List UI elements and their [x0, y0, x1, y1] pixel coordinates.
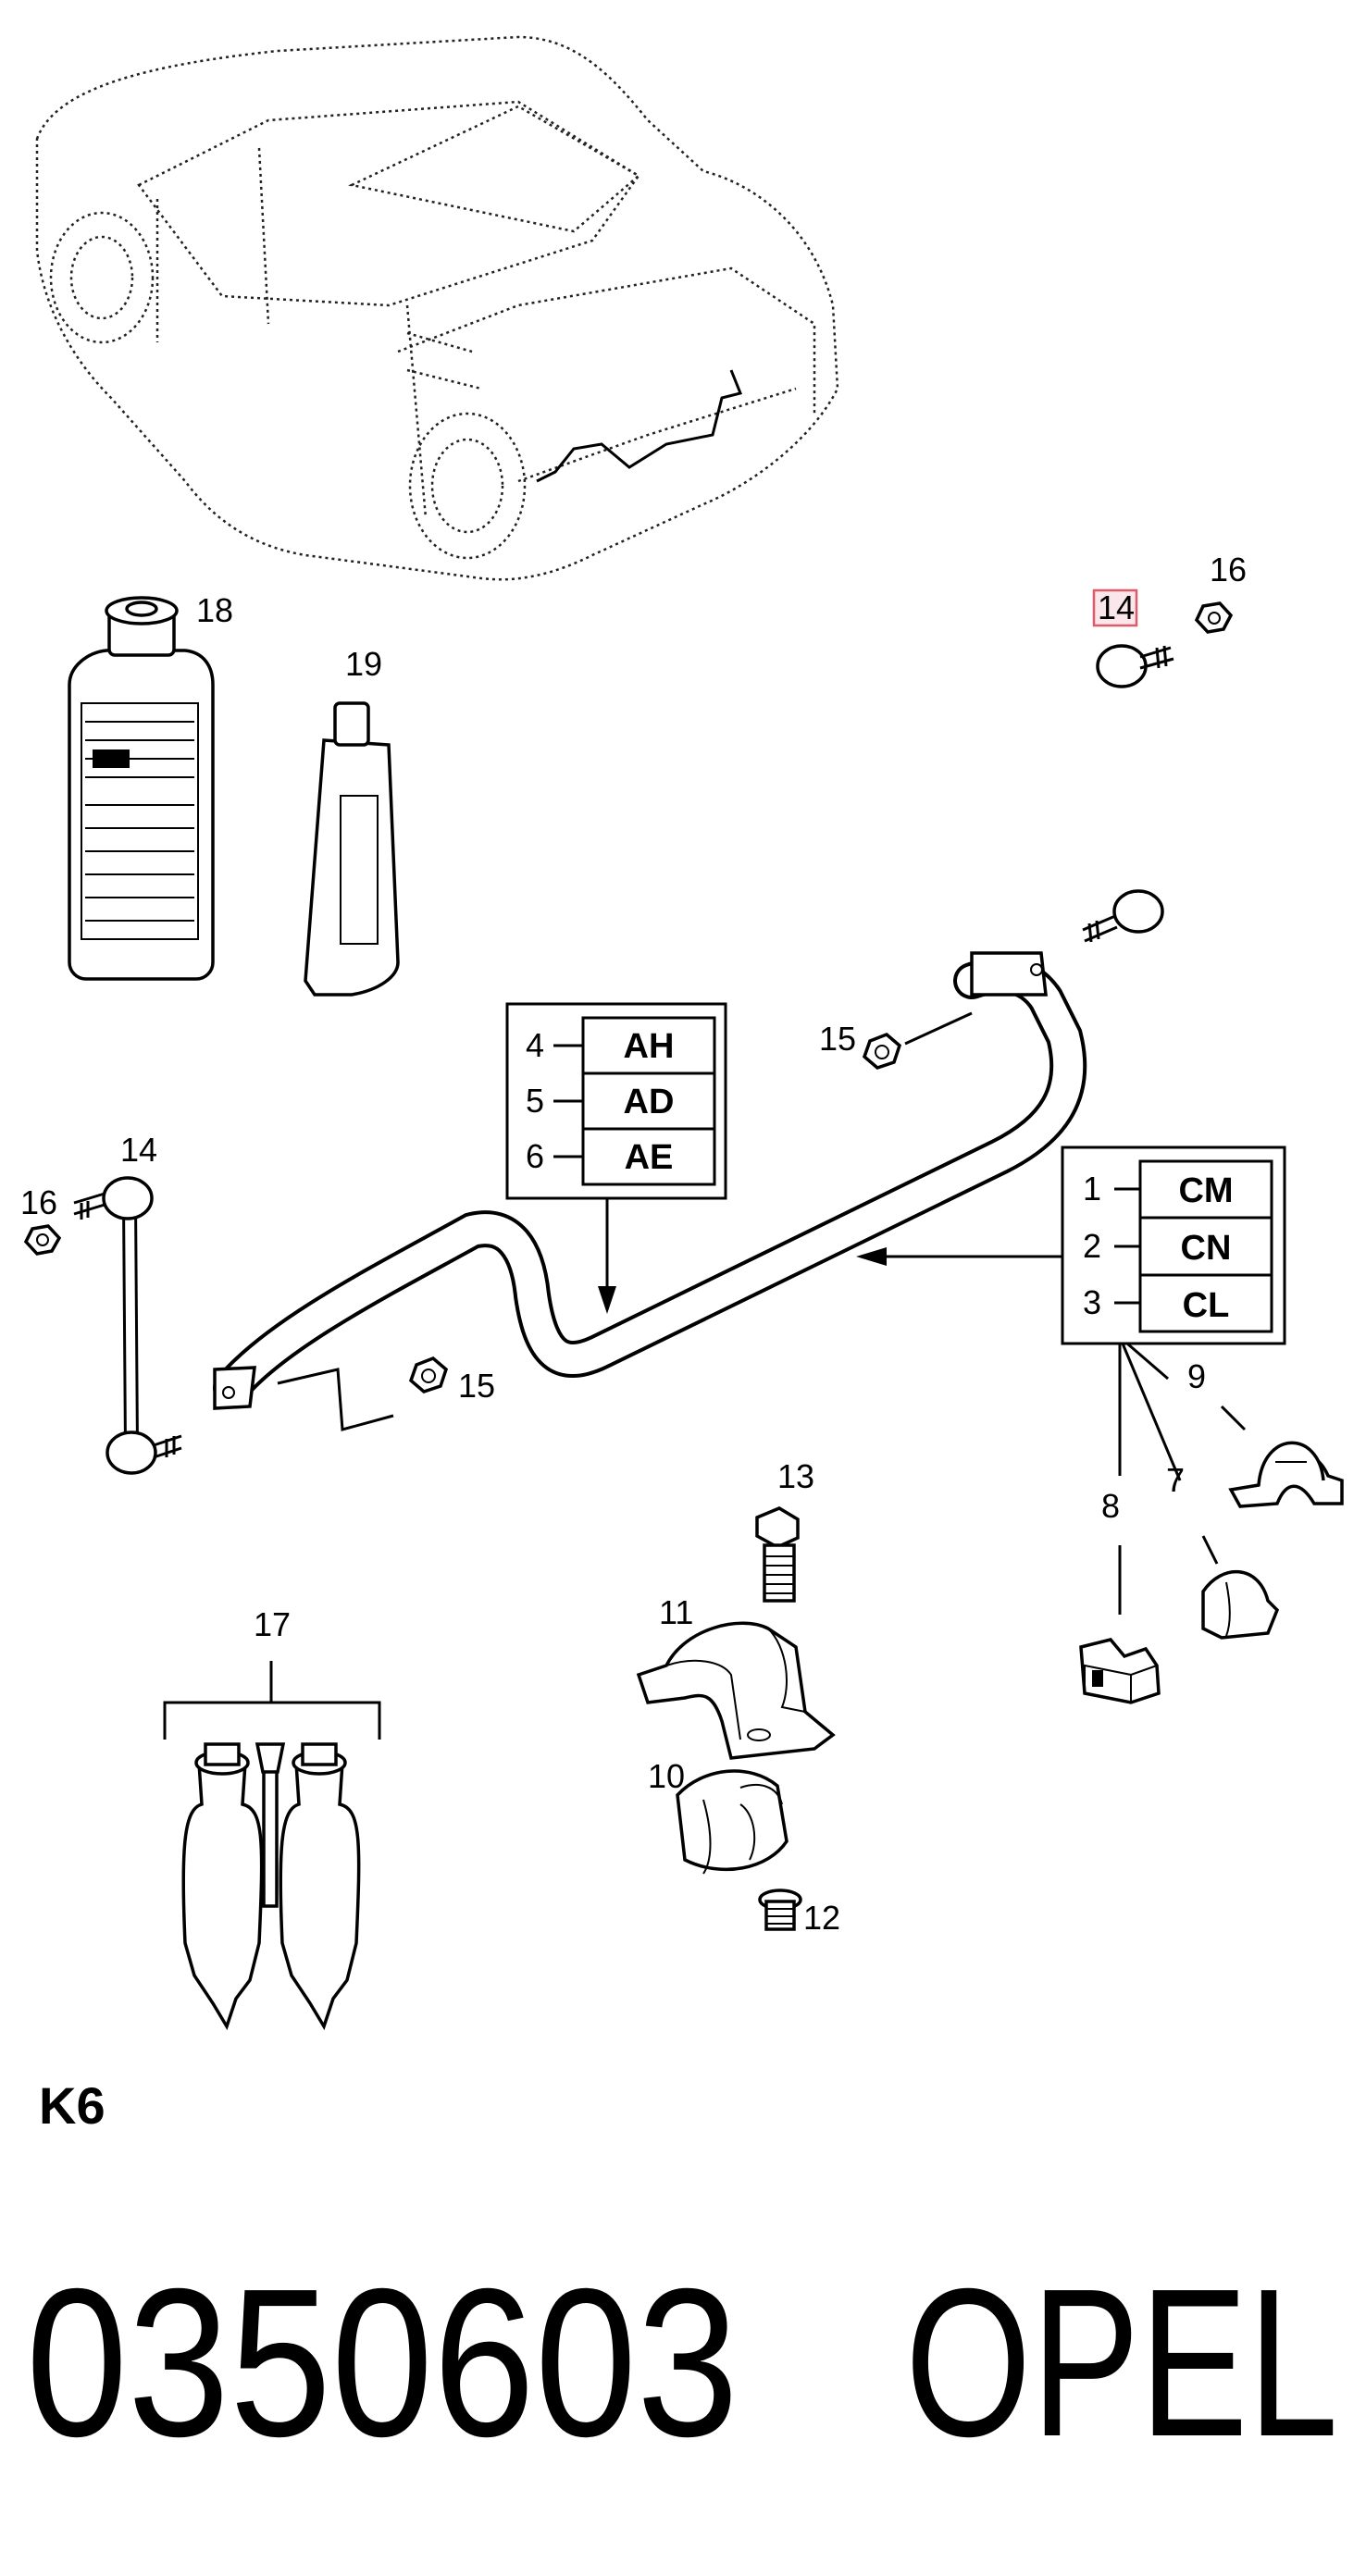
car-illustration — [35, 35, 839, 581]
callout-11: 11 — [659, 1593, 693, 1631]
rubber-bushing-part — [676, 1769, 789, 1875]
nut-16-left — [23, 1224, 62, 1256]
clamp-part — [1228, 1441, 1344, 1508]
option-code-cl: CL — [1183, 1286, 1230, 1325]
callout-6: 6 — [526, 1137, 544, 1175]
callout-10: 10 — [648, 1757, 685, 1795]
bracket-part — [636, 1621, 836, 1760]
callout-16-top: 16 — [1210, 551, 1247, 588]
callout-14-top: 14 — [1098, 588, 1135, 626]
nut-16-top — [1194, 601, 1234, 634]
callout-15-bottom: 15 — [458, 1367, 495, 1405]
option-box-left — [505, 1002, 727, 1314]
callout-9: 9 — [1187, 1357, 1206, 1395]
stabilizer-bar — [213, 951, 1087, 1431]
callout-highlight — [1092, 588, 1138, 627]
stabilizer-link-right — [1082, 588, 1174, 943]
callout-3: 3 — [1083, 1283, 1101, 1321]
option-code-cn: CN — [1181, 1229, 1232, 1268]
callout-16-left: 16 — [20, 1183, 57, 1221]
callout-15-top: 15 — [819, 1020, 856, 1058]
option-code-cm: CM — [1178, 1171, 1233, 1210]
callout-17: 17 — [254, 1605, 291, 1643]
bolt-part — [755, 1506, 800, 1603]
option-code-ah: AH — [624, 1027, 675, 1066]
callout-5: 5 — [526, 1082, 544, 1120]
stabilizer-link-left — [73, 1176, 182, 1475]
option-code-ae: AE — [625, 1138, 674, 1177]
option-box-right — [856, 1146, 1286, 1615]
callout-8: 8 — [1101, 1487, 1120, 1525]
cartridge-set-part — [163, 1661, 381, 2031]
bushing-half-part — [1201, 1569, 1280, 1640]
callout-19: 19 — [345, 645, 382, 683]
fluid-bottle-part — [68, 596, 215, 981]
callout-14-left: 14 — [120, 1131, 157, 1169]
nut-15-bottom — [408, 1356, 449, 1393]
callout-4: 4 — [526, 1026, 544, 1064]
callout-1: 1 — [1083, 1170, 1101, 1208]
callout-12: 12 — [803, 1899, 840, 1937]
callout-18: 18 — [196, 591, 233, 629]
callout-13: 13 — [777, 1457, 814, 1495]
nut-15-top — [862, 1011, 973, 1070]
plug-part — [758, 1889, 802, 1931]
callout-2: 2 — [1083, 1227, 1101, 1265]
part-number: 0350603 — [26, 2246, 739, 2481]
grease-tube-part — [304, 701, 400, 997]
brand-name: OPEL — [905, 2246, 1338, 2481]
callout-7: 7 — [1166, 1461, 1185, 1499]
section-code: K6 — [39, 2076, 106, 2135]
option-code-ad: AD — [624, 1083, 675, 1121]
bushing-block-part — [1079, 1638, 1161, 1704]
